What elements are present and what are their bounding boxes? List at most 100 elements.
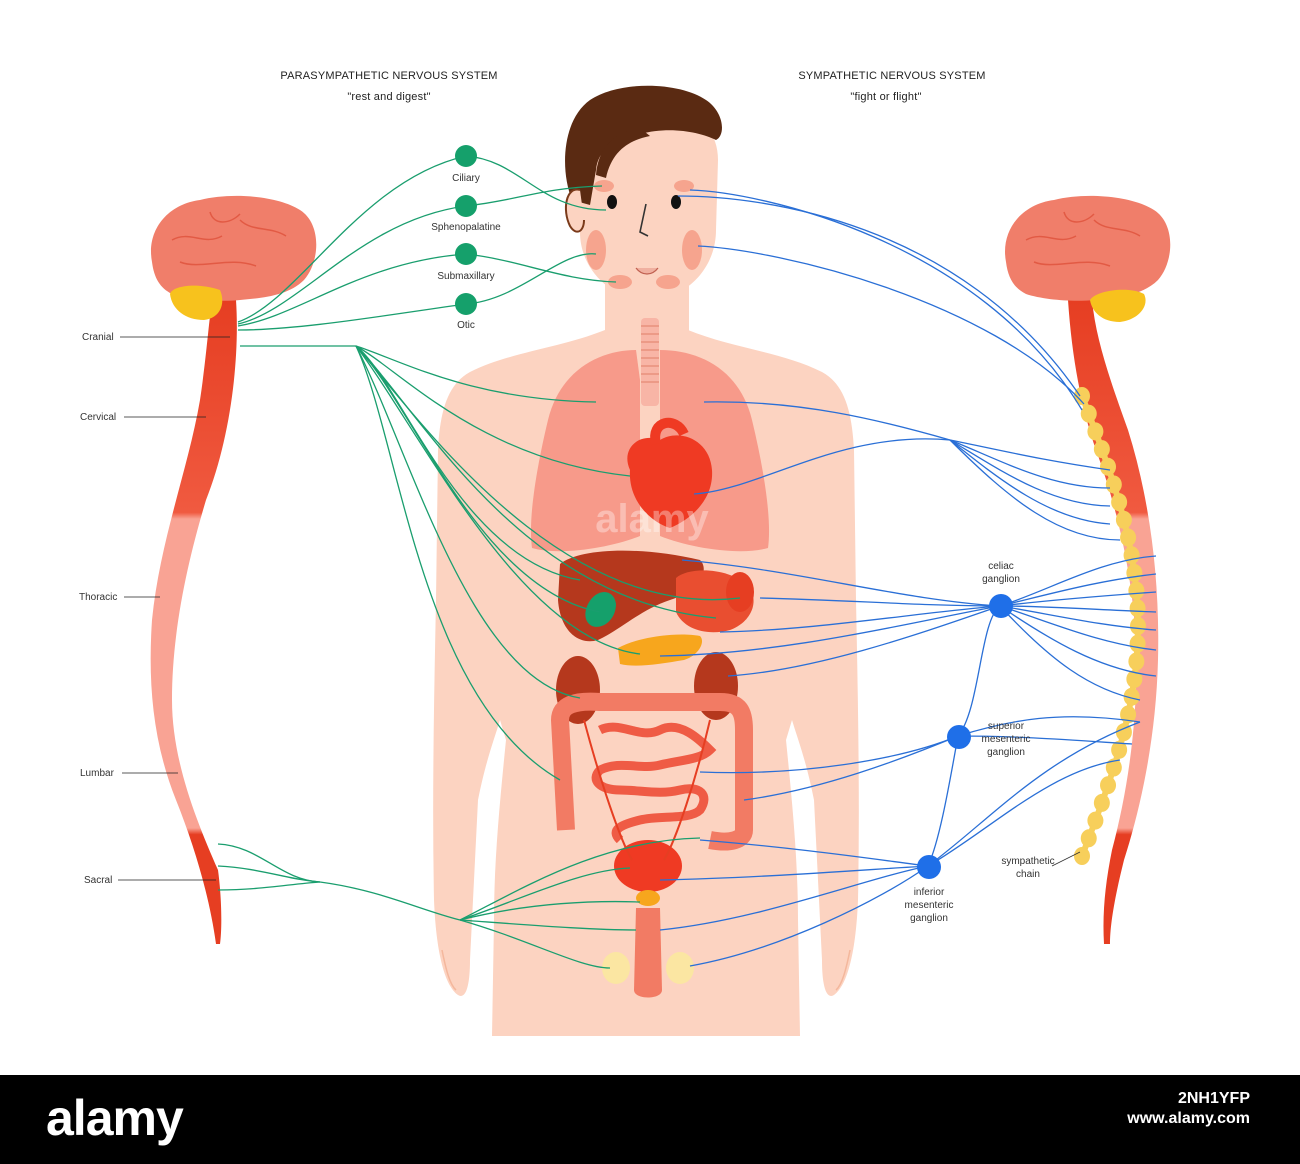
small-intestine [591, 722, 717, 844]
inferior-branch-2 [927, 759, 1121, 867]
right-parotid-gland [682, 230, 702, 270]
superior-to-colon [743, 735, 959, 801]
right-cerebellum [1090, 289, 1146, 322]
inferior-to-testis [689, 865, 929, 967]
inferior-mesenteric-ganglion-node [917, 855, 941, 879]
superior-label-1: superior [988, 721, 1025, 732]
superior-branch-2 [957, 735, 1133, 745]
chain-ganglion-bead [1100, 776, 1117, 795]
right-brain-spine [1005, 195, 1171, 944]
chain-ganglion-bead [1111, 493, 1128, 512]
chain-ganglion-bead [1126, 670, 1143, 689]
celiac-branch-7 [999, 605, 1157, 677]
right-spinal-cord [1068, 300, 1159, 944]
right-lacrimal-gland [674, 180, 694, 192]
otic-to-parotid [465, 253, 597, 305]
right-eye [671, 195, 681, 209]
cardiac-branch-3 [949, 439, 1111, 507]
chain-ganglion-bead [1129, 634, 1146, 653]
chain-label-leader [1051, 851, 1081, 867]
pelvic-trunk [319, 881, 461, 921]
celiac-branch-4 [999, 605, 1157, 613]
pelvic-to-prostate [459, 900, 641, 921]
sympathetic-subtitle: "fight or flight" [850, 91, 921, 103]
footer-url: www.alamy.com [1127, 1110, 1250, 1127]
hair-fringe [596, 128, 650, 178]
inferior-to-prostate [659, 865, 929, 931]
vagus-to-gallbladder [355, 345, 601, 613]
chain-ganglion-bead [1080, 404, 1097, 423]
submaxillary-label: Submaxillary [437, 271, 494, 282]
chain-label-1: sympathetic [1001, 856, 1054, 867]
submaxillary-ganglion-node [455, 243, 477, 265]
celiac-branch-2 [999, 573, 1157, 607]
gallbladder [585, 592, 616, 627]
trachea-rings [641, 325, 659, 383]
sphenopalatine-to-lacrimal [465, 185, 603, 207]
cardiac-branch-1 [949, 439, 1111, 471]
right-brain [1005, 195, 1171, 301]
chain-ganglion-bead [1093, 440, 1110, 459]
pelvic-to-penis [459, 919, 637, 931]
celiac-to-superior [957, 605, 1001, 737]
footer-logo: alamy [46, 1090, 184, 1146]
superior-mesenteric-ganglion-node [947, 725, 971, 749]
left-lacrimal-gland [594, 180, 614, 192]
celiac-ganglion-node [989, 594, 1013, 618]
prostate [636, 890, 660, 906]
chain-ganglion-bead [1100, 457, 1117, 476]
autonomic-nervous-system-diagram: PARASYMPATHETIC NERVOUS SYSTEM "rest and… [79, 70, 1171, 1036]
chain-ganglion-bead [1128, 581, 1145, 600]
left-cerebellum [170, 285, 223, 320]
nose [639, 203, 649, 237]
sympathetic-title: SYMPATHETIC NERVOUS SYSTEM [798, 70, 985, 82]
ear [564, 188, 585, 233]
symp-to-eye [677, 195, 1081, 397]
chain-ganglion-bead [1123, 687, 1140, 706]
cardiac-branch-5 [949, 439, 1121, 541]
celiac-to-stomach [759, 597, 1001, 607]
otic-ganglion-node [455, 293, 477, 315]
ureters [583, 719, 711, 861]
symp-to-lacrimal [689, 189, 1083, 411]
chain-ganglion-bead [1087, 811, 1104, 830]
submaxillary-to-gland [465, 253, 617, 283]
sacral-nerve-2 [217, 865, 321, 883]
left-spinal-cord [150, 300, 237, 944]
vagus-to-stomach [355, 345, 717, 619]
celiac-branch-6 [999, 605, 1157, 651]
chain-ganglion-bead [1074, 387, 1090, 405]
superior-label-2: mesenteric [982, 734, 1031, 745]
left-brain-folds [171, 211, 287, 267]
chain-ganglion-bead [1128, 652, 1145, 671]
right-arm-line [835, 949, 851, 991]
pelvic-to-testis [459, 919, 611, 969]
left-brain-spine [150, 195, 317, 944]
sacral-nerve-1 [217, 843, 321, 883]
inferior-to-bladder [659, 865, 929, 881]
ciliary-to-eye [465, 155, 607, 211]
thoracic-label: Thoracic [79, 592, 117, 603]
cardiac-branch-4 [949, 439, 1111, 525]
celiac-branch-3 [999, 591, 1157, 607]
vagus-to-intestine [355, 345, 561, 781]
chain-ganglion-bead [1105, 758, 1122, 777]
symp-to-lung [703, 401, 951, 441]
nerve-to-otic [237, 303, 467, 331]
lumbar-label: Lumbar [80, 768, 115, 779]
pelvic-to-bladder [459, 867, 631, 921]
superior-to-small-intestine [699, 735, 959, 774]
right-testis [666, 952, 694, 984]
left-testis [602, 952, 630, 984]
sphenopalatine-ganglion-node [455, 195, 477, 217]
chain-ganglion-bead [1115, 510, 1132, 529]
nerve-to-sphenopalatine [237, 205, 467, 325]
sympathetic-nerves [659, 189, 1157, 967]
pancreas [618, 634, 703, 666]
vagus-to-lung [355, 345, 597, 403]
large-intestine [550, 692, 753, 851]
chain-ganglion-bead [1129, 599, 1146, 618]
chain-ganglion-bead [1074, 847, 1090, 865]
superior-branch-1 [957, 716, 1141, 737]
ciliary-label: Ciliary [452, 173, 480, 184]
